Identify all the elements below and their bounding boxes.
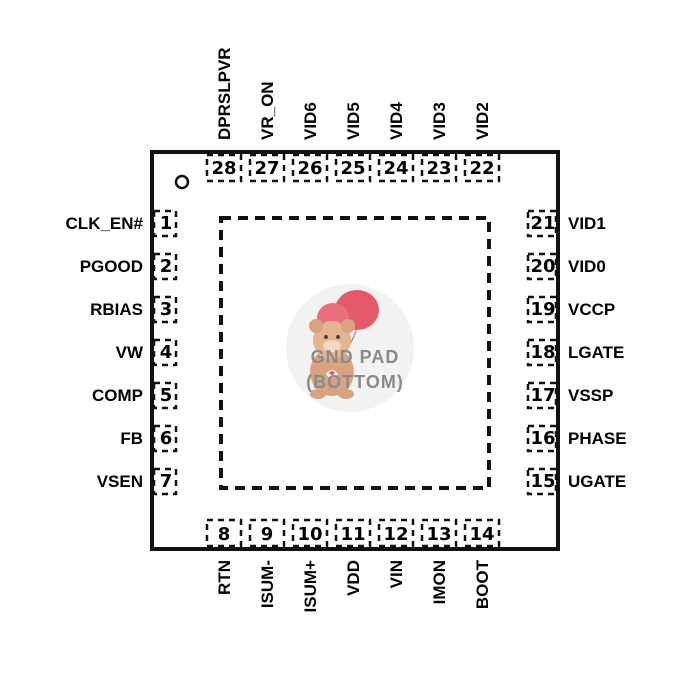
pin-16-number: 16 [530,428,555,449]
pin-5-label: COMP [92,386,143,405]
pin-10-number: 10 [297,524,322,545]
pin-28-number: 28 [211,158,236,179]
pin-3-label: RBIAS [90,300,143,319]
pin-13-number: 13 [426,524,451,545]
pin-14-pad [463,518,501,548]
pin-8-pad [205,518,243,548]
pin-3-number: 3 [160,299,173,320]
pin-2-pad [152,252,178,281]
pin-19-pad [526,295,558,324]
pin-14-number: 14 [469,524,494,545]
pin-27-number: 27 [254,158,279,179]
package-body [150,150,560,551]
teddy-bear-watermark-icon [286,284,414,412]
pin-22-pad [463,153,501,183]
gnd-pad-label-line2: (BOTTOM) [306,372,404,392]
pin-28-label: DPRSLPVR [215,47,234,140]
pin-9-number: 9 [261,524,274,545]
pin-20-label: VID0 [568,257,606,276]
pin-12-number: 12 [383,524,408,545]
pin-18-label: LGATE [568,343,624,362]
pin-21-label: VID1 [568,214,606,233]
pin-14-label: BOOT [473,559,492,609]
pin-25-label: VID5 [344,102,363,140]
pin-13-label: IMON [430,560,449,604]
pin-8-label: RTN [215,560,234,595]
pin-11-number: 11 [340,524,365,545]
gnd-pad-label-line1: GND PAD [311,347,400,367]
pin-9-label: ISUM- [258,560,277,608]
pin-7-number: 7 [160,471,173,492]
pin-15-label: UGATE [568,472,626,491]
pin1-marker-icon [174,174,190,190]
pin-8-number: 8 [218,524,231,545]
pin-22-number: 22 [469,158,494,179]
pin-18-number: 18 [530,342,555,363]
pin-11-pad [334,518,372,548]
pin-10-pad [291,518,329,548]
pin-26-pad [291,153,329,183]
pin-20-number: 20 [530,256,555,277]
pin-4-number: 4 [160,342,173,363]
pin-4-pad [152,338,178,367]
pin-25-number: 25 [340,158,365,179]
pin-24-number: 24 [383,158,408,179]
pin-12-label: VIN [387,560,406,588]
pin-23-number: 23 [426,158,451,179]
pin-24-pad [377,153,415,183]
pin-1-number: 1 [160,213,173,234]
pin-17-number: 17 [530,385,555,406]
pin-2-number: 2 [160,256,173,277]
pin-16-pad [526,424,558,453]
pin-15-pad [526,467,558,496]
pin-15-number: 15 [530,471,555,492]
pin-11-label: VDD [344,560,363,596]
pin-19-label: VCCP [568,300,615,319]
pin-1-label: CLK_EN# [66,214,144,233]
pin-21-pad [526,209,558,238]
pin-7-label: VSEN [97,472,143,491]
pin-19-number: 19 [530,299,555,320]
pin-22-label: VID2 [473,102,492,140]
pin-23-label: VID3 [430,102,449,140]
pin-7-pad [152,467,178,496]
pins-layer: 1 CLK_EN# 2 PGOOD 3 RBIAS 4 VW 5 COMP 6 FB 7 VSEN 15 UG… [66,47,627,612]
pin-17-label: VSSP [568,386,613,405]
pin-10-label: ISUM+ [301,560,320,613]
pin-13-pad [420,518,458,548]
pin-26-number: 26 [297,158,322,179]
pin-24-label: VID4 [387,102,406,140]
pin-21-number: 21 [530,213,555,234]
pin-23-pad [420,153,458,183]
pin-12-pad [377,518,415,548]
pin-20-pad [526,252,558,281]
pin-5-pad [152,381,178,410]
pin-27-pad [248,153,286,183]
pin-26-label: VID6 [301,102,320,140]
pin-6-pad [152,424,178,453]
pin-4-label: VW [116,343,144,362]
pin-16-label: PHASE [568,429,627,448]
pin-2-label: PGOOD [80,257,143,276]
pin-6-number: 6 [160,428,173,449]
pin-6-label: FB [120,429,143,448]
pin-18-pad [526,338,558,367]
pin-28-pad [205,153,243,183]
pin-9-pad [248,518,286,548]
pin-3-pad [152,295,178,324]
pin-17-pad [526,381,558,410]
pin-25-pad [334,153,372,183]
pin-5-number: 5 [160,385,173,406]
pin-1-pad [152,209,178,238]
gnd-pad [219,216,491,490]
pin-27-label: VR_ON [258,81,277,140]
